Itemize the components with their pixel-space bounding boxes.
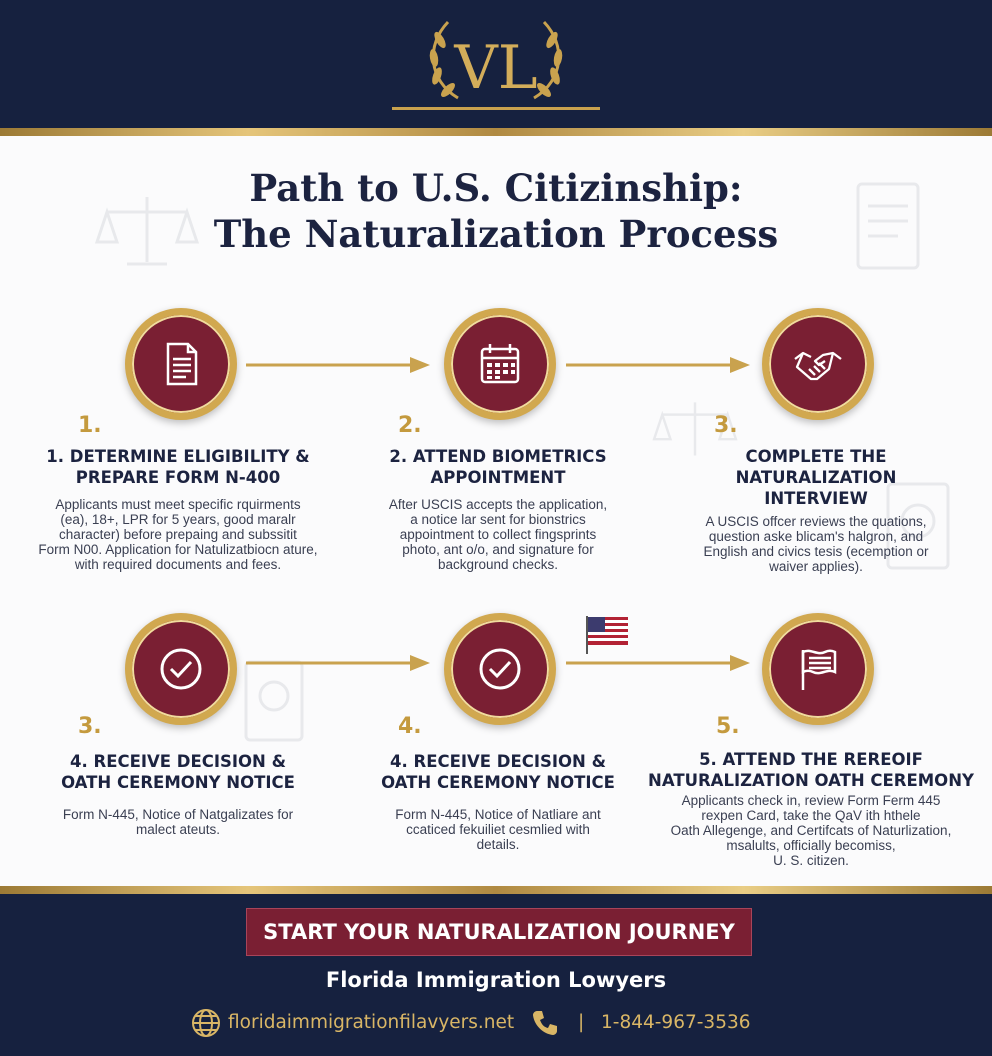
step-6-description: Applicants check in, review Form Ferm 44… bbox=[670, 793, 952, 868]
handshake-icon bbox=[794, 351, 842, 381]
page-title-line2: The Naturalization Process bbox=[213, 212, 779, 256]
step-1-circle bbox=[125, 308, 237, 420]
step-2-number: 2. bbox=[398, 413, 422, 438]
passport-watermark-icon bbox=[886, 482, 950, 570]
step-4-circle bbox=[125, 613, 237, 725]
step-1-title: 1. DETERMINE ELIGIBILITY &PREPARE FORM N… bbox=[46, 447, 310, 487]
start-journey-button[interactable]: START YOUR NATURALIZATION JOURNEY bbox=[246, 908, 752, 956]
step-1-number: 1. bbox=[78, 413, 102, 438]
arrow-4-to-5 bbox=[246, 655, 430, 671]
step-2-circle bbox=[444, 308, 556, 420]
step-1-description: Applicants must meet specific rquirments… bbox=[38, 497, 318, 572]
step-5-number: 4. bbox=[398, 714, 422, 739]
firm-name: Florida Immigration Lowyers bbox=[325, 968, 667, 992]
scales-watermark-icon bbox=[94, 197, 200, 266]
header-gold-divider bbox=[0, 128, 992, 136]
scales-watermark-icon-2 bbox=[652, 402, 738, 456]
phone-icon bbox=[533, 1011, 557, 1035]
footer-gold-divider bbox=[0, 886, 992, 894]
step-4-title: 4. RECEIVE DECISION &OATH CEREMONY NOTIC… bbox=[61, 752, 295, 792]
website-link[interactable]: floridaimmigrationfilavyers.net bbox=[228, 1012, 515, 1033]
process-panel: Path to U.S. Citizinship: The Naturaliza… bbox=[0, 136, 992, 886]
step-5-title: 4. RECEIVE DECISION &OATH CEREMONY NOTIC… bbox=[381, 752, 615, 792]
document-icon bbox=[166, 342, 198, 386]
step-5-circle bbox=[444, 613, 556, 725]
step-3-number: 3. bbox=[714, 413, 738, 438]
check-circle-icon bbox=[160, 648, 202, 690]
header-band: VL bbox=[0, 0, 992, 128]
logo-rule bbox=[392, 107, 600, 110]
globe-icon bbox=[192, 1009, 220, 1037]
step-4-number: 3. bbox=[78, 714, 102, 739]
arrow-5-to-6 bbox=[566, 655, 750, 671]
step-6-number: 5. bbox=[716, 714, 740, 739]
check-circle-icon bbox=[479, 648, 521, 690]
calendar-icon bbox=[480, 344, 520, 384]
arrow-1-to-2 bbox=[246, 357, 430, 373]
laurel-logo: VL bbox=[429, 20, 563, 103]
step-6-circle bbox=[762, 613, 874, 725]
phone-link[interactable]: 1-844-967-3536 bbox=[601, 1012, 751, 1033]
step-2-description: After USCIS accepts the application,a no… bbox=[388, 497, 608, 572]
document-watermark-icon bbox=[856, 182, 920, 270]
us-flag-icon bbox=[586, 616, 628, 654]
step-3-description: A USCIS offcer reviews the quations,ques… bbox=[703, 514, 929, 574]
arrow-2-to-3 bbox=[566, 357, 750, 373]
step-3-circle bbox=[762, 308, 874, 420]
contact-separator: | bbox=[578, 1012, 585, 1033]
logo-monogram: VL bbox=[453, 33, 537, 103]
flag-icon bbox=[801, 649, 837, 690]
page-title-line1: Path to U.S. Citizinship: bbox=[249, 166, 743, 210]
